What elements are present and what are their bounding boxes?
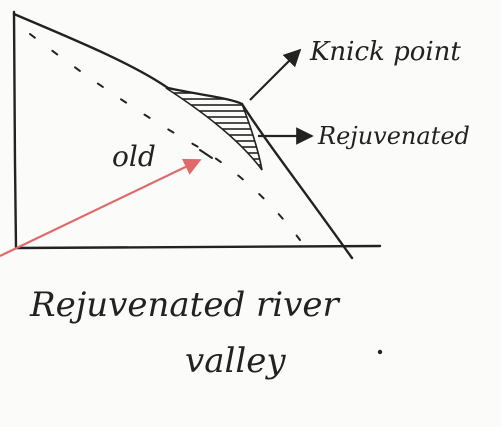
caption-line-1: Rejuvenated river bbox=[29, 285, 340, 325]
hatched-rejuvenated-area bbox=[165, 87, 263, 171]
label-knick-point: Knick point bbox=[309, 37, 461, 67]
pen-dot bbox=[377, 349, 383, 355]
vertical-axis bbox=[12, 10, 18, 250]
caption-line-2: valley bbox=[185, 341, 286, 381]
knick-point-arrow bbox=[249, 48, 302, 101]
old-valley-profile bbox=[12, 12, 244, 106]
pen-mark bbox=[199, 149, 213, 159]
red-arrow bbox=[0, 158, 202, 257]
label-old: old bbox=[112, 140, 156, 173]
horizontal-axis bbox=[14, 244, 382, 250]
rejuvenated-profile bbox=[240, 102, 354, 260]
old-profile-dashed bbox=[29, 33, 301, 241]
label-rejuvenated: Rejuvenated bbox=[317, 122, 470, 150]
